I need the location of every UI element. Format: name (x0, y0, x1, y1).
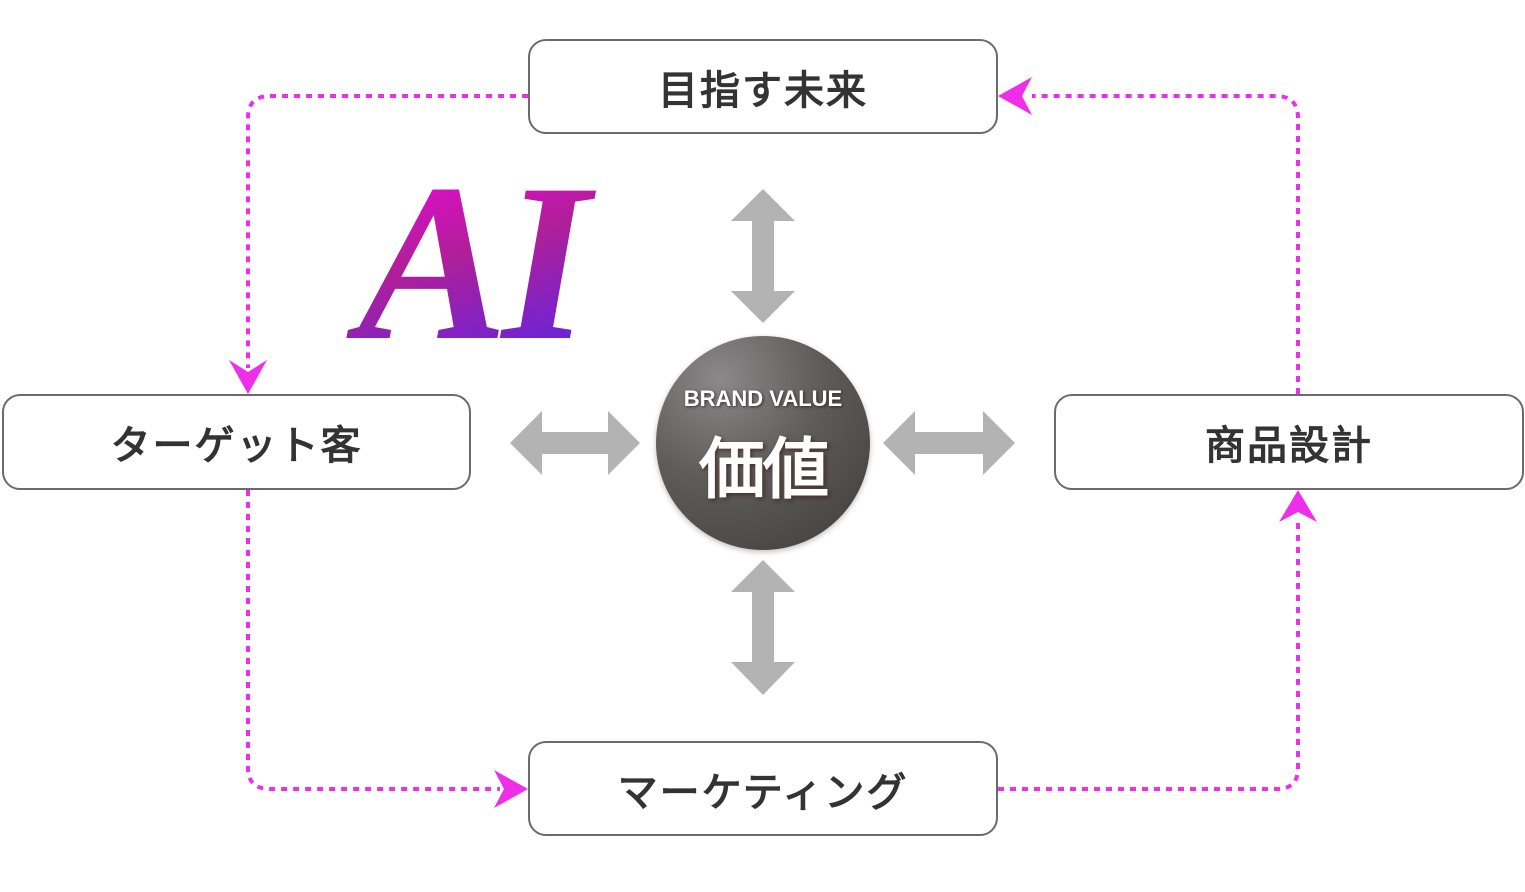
flow-line-right-to-top (1032, 94, 1300, 394)
double-arrow-vertical-top-icon (731, 189, 795, 323)
node-product-design-label: 商品設計 (1205, 423, 1373, 469)
double-arrow-vertical-bottom-icon (731, 560, 795, 695)
node-marketing-label: マーケティング (617, 769, 909, 816)
arrowhead-right-icon (494, 770, 528, 808)
node-product-design: 商品設計 (1054, 394, 1524, 490)
node-target-customer: ターゲット客 (2, 394, 471, 490)
double-arrow-horizontal-right-icon (883, 411, 1015, 475)
arrowhead-left-icon (998, 77, 1032, 115)
node-target-customer-label: ターゲット客 (110, 423, 363, 469)
arrowhead-down-icon (229, 360, 267, 394)
double-arrow-horizontal-left-icon (510, 411, 640, 475)
brand-value-subtitle: BRAND VALUE (683, 386, 843, 411)
brand-value-circle: BRAND VALUE 価値 (656, 336, 870, 550)
arrowhead-up-icon (1279, 490, 1317, 522)
flow-line-left-to-bottom (246, 490, 500, 791)
brand-value-title: 価値 (699, 430, 829, 508)
node-future-goal-label: 目指す未来 (658, 67, 868, 114)
flow-line-bottom-to-right (998, 522, 1300, 791)
node-marketing: マーケティング (528, 741, 998, 836)
flow-line-top-to-left (246, 94, 528, 368)
node-future-goal: 目指す未来 (528, 39, 998, 134)
ai-logo: AI (346, 137, 596, 387)
